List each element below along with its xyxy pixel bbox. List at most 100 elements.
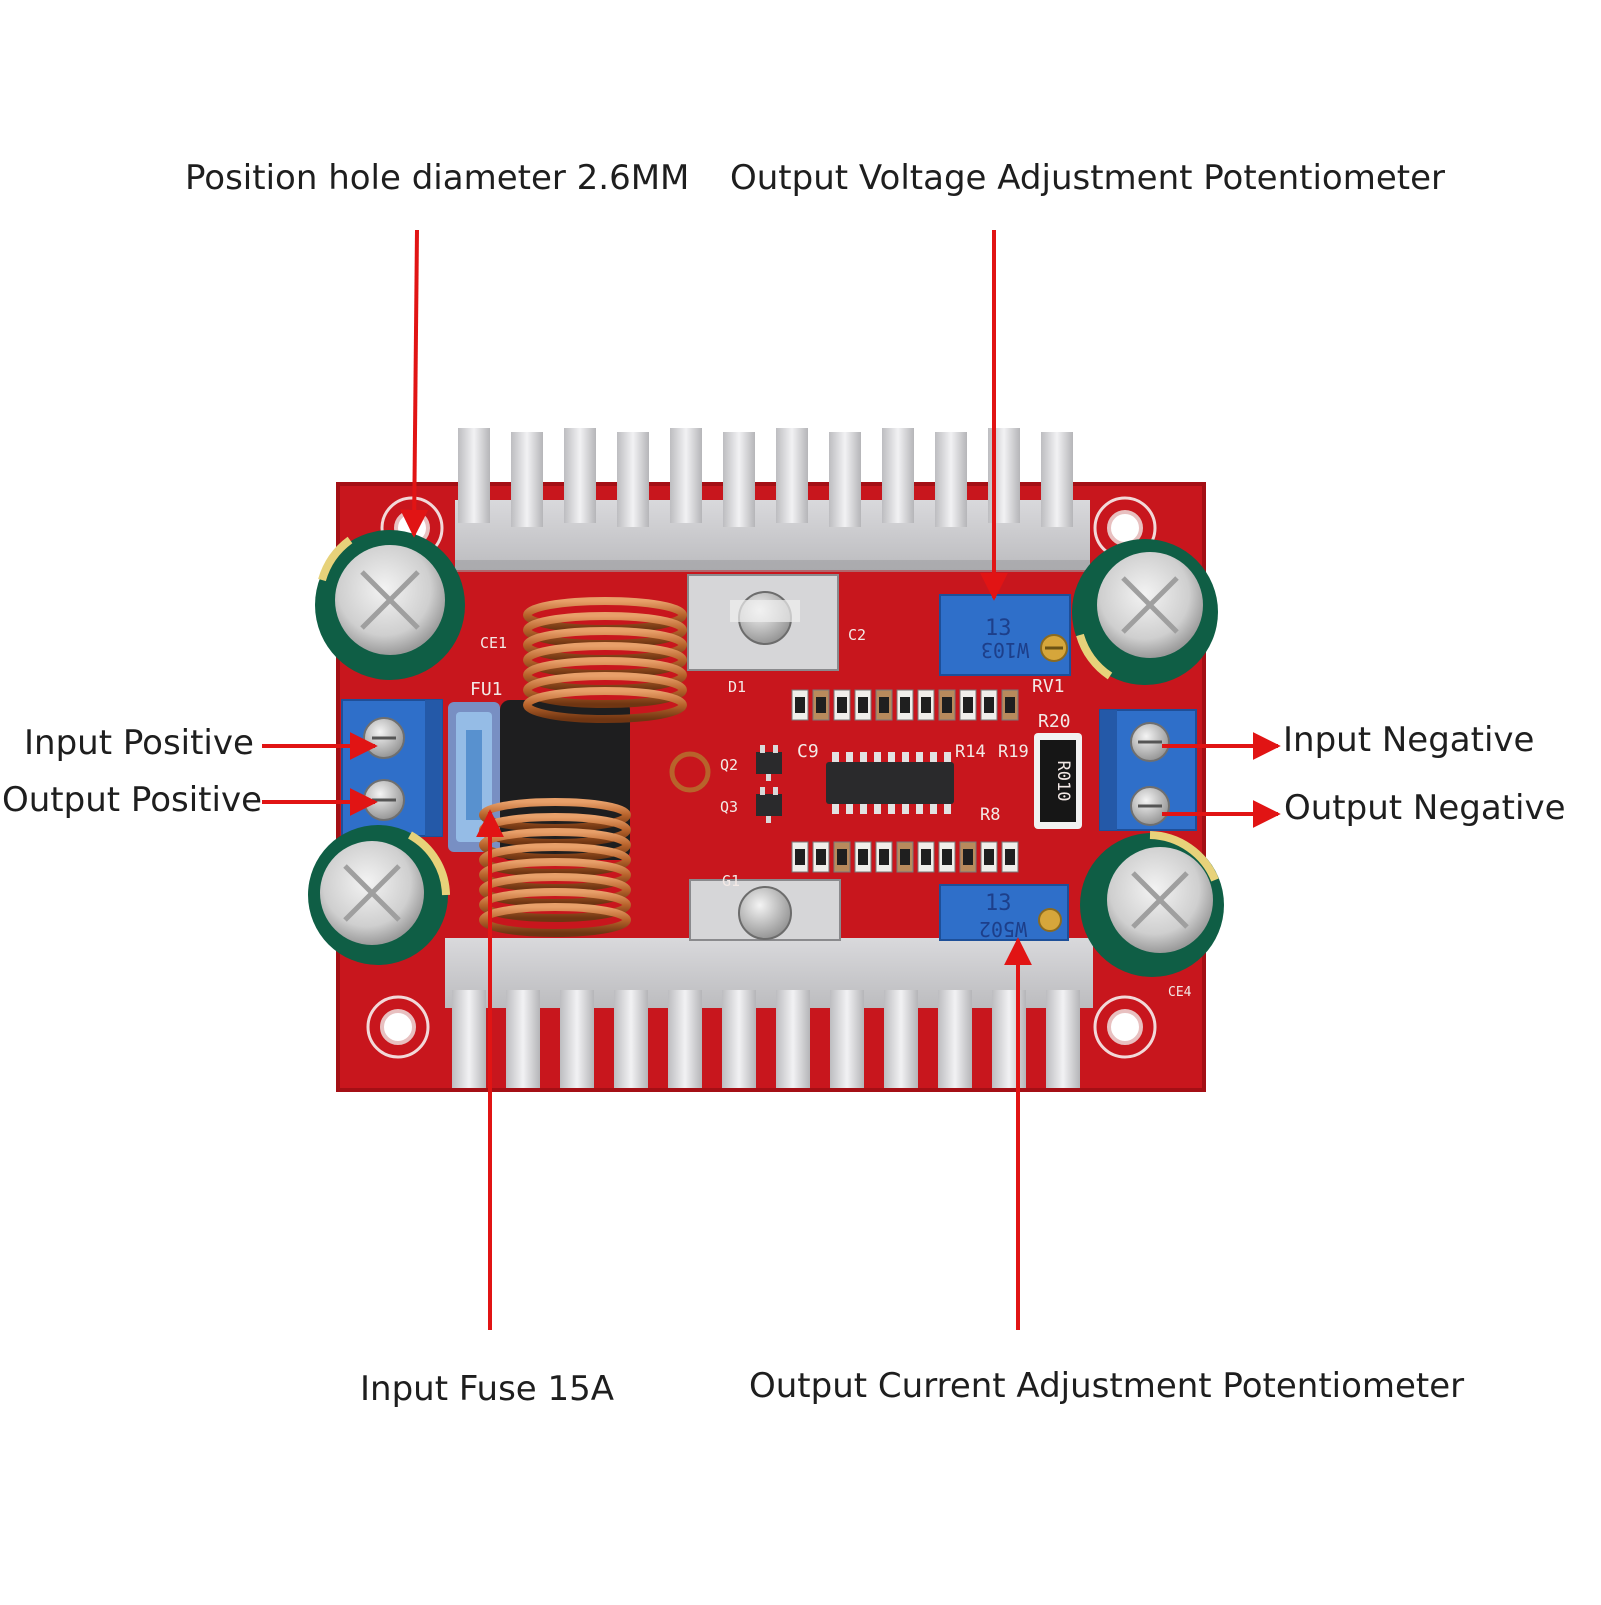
silk-q2: Q2 <box>720 756 738 774</box>
silk-r8: R8 <box>980 805 1000 825</box>
callout-arrows <box>262 229 1281 1330</box>
heatsink-fin <box>884 990 918 1088</box>
ic-pin <box>888 752 895 764</box>
coil-turn <box>523 687 687 723</box>
silk-c2: C2 <box>848 626 866 644</box>
heatsink-fin <box>776 428 808 523</box>
pot-top-code: 13 <box>985 616 1012 641</box>
mosfet-bottom <box>689 879 841 941</box>
silk-ce4: CE4 <box>1168 985 1192 1000</box>
ic-pin <box>902 802 909 814</box>
smd-body <box>942 849 952 865</box>
smd-body <box>879 849 889 865</box>
ic-pin <box>874 752 881 764</box>
label-position-hole: Position hole diameter 2.6MM <box>185 158 690 198</box>
smd-body <box>816 697 826 713</box>
pot-bottom-value: W502 <box>979 917 1027 941</box>
heatsink-fin <box>829 432 861 527</box>
smd-body <box>795 849 805 865</box>
coil-turn <box>479 903 631 937</box>
silk-q3: Q3 <box>720 798 738 816</box>
heatsink-fin <box>506 990 540 1088</box>
ic-pin <box>930 752 937 764</box>
label-voltage-pot: Output Voltage Adjustment Potentiometer <box>730 158 1445 198</box>
capacitor-bottom-left <box>308 825 450 965</box>
capacitor-top-left <box>315 530 465 680</box>
smd-row-top <box>791 689 1019 721</box>
smd-body <box>984 697 994 713</box>
smd-body <box>921 849 931 865</box>
ic-pin <box>888 802 895 814</box>
heatsink-fin <box>617 432 649 527</box>
shunt-marking: R010 <box>1053 761 1073 802</box>
smd-body <box>942 697 952 713</box>
terminal-block-left <box>341 699 443 837</box>
arrow-position-hole <box>400 229 429 538</box>
label-output-negative: Output Negative <box>1284 788 1566 828</box>
heatsink-fin <box>560 990 594 1088</box>
smd-body <box>984 849 994 865</box>
pot-bottom-code: 13 <box>985 891 1012 916</box>
silk-c9: C9 <box>797 741 819 762</box>
transistor-q2 <box>756 745 782 781</box>
mounting-hole-bottom-left <box>366 995 430 1059</box>
coil-turn <box>479 888 631 922</box>
silk-d1: D1 <box>728 678 746 696</box>
heatsink-fin <box>511 432 543 527</box>
ic-pin <box>832 802 839 814</box>
heatsink-fin <box>670 428 702 523</box>
mounting-hole-bottom-right <box>1093 995 1157 1059</box>
shunt-resistor: R010 <box>1034 733 1082 829</box>
smd-body <box>1005 697 1015 713</box>
label-input-positive: Input Positive <box>24 723 254 763</box>
ic-pin <box>860 802 867 814</box>
toroidal-inductor <box>479 597 711 937</box>
pot-top-value: W103 <box>981 638 1029 662</box>
smd-body <box>879 697 889 713</box>
control-ic <box>826 752 954 814</box>
smd-body <box>837 849 847 865</box>
ic-pin <box>846 802 853 814</box>
heatsink-fin <box>830 990 864 1088</box>
ic-pin <box>874 802 881 814</box>
heatsink-fin <box>668 990 702 1088</box>
coil-turn <box>523 672 687 708</box>
ic-pin <box>944 802 951 814</box>
silk-r19: R19 <box>998 742 1029 762</box>
label-input-negative: Input Negative <box>1283 720 1535 760</box>
smd-body <box>837 697 847 713</box>
ic-pin <box>860 752 867 764</box>
smd-body <box>816 849 826 865</box>
silk-r14: R14 <box>955 742 986 762</box>
smd-body <box>963 849 973 865</box>
ic-pin <box>944 752 951 764</box>
heatsink-fin <box>935 432 967 527</box>
smd-body <box>858 697 868 713</box>
smd-body <box>921 697 931 713</box>
smd-body <box>900 697 910 713</box>
silk-g1: G1 <box>722 872 740 890</box>
silk-ce1: CE1 <box>480 634 507 652</box>
current-potentiometer: 13 W502 <box>939 884 1069 941</box>
smd-body <box>963 697 973 713</box>
silk-r20: R20 <box>1038 711 1071 732</box>
ic-pin <box>846 752 853 764</box>
heatsink-fin <box>992 990 1026 1088</box>
voltage-potentiometer: 13 W103 <box>939 594 1071 676</box>
smd-body <box>858 849 868 865</box>
input-fuse <box>448 702 500 852</box>
heatsink-fin <box>1046 990 1080 1088</box>
ic-pin <box>916 802 923 814</box>
heatsink-fin <box>614 990 648 1088</box>
label-current-pot: Output Current Adjustment Potentiometer <box>749 1366 1465 1406</box>
heatsink-fin <box>723 432 755 527</box>
smd-body <box>900 849 910 865</box>
smd-body <box>795 697 805 713</box>
capacitor-top-right <box>1072 539 1218 685</box>
heatsink-fin <box>564 428 596 523</box>
heatsink-top <box>455 428 1090 572</box>
heatsink-bottom <box>445 938 1093 1088</box>
terminal-block-right <box>1099 709 1197 831</box>
